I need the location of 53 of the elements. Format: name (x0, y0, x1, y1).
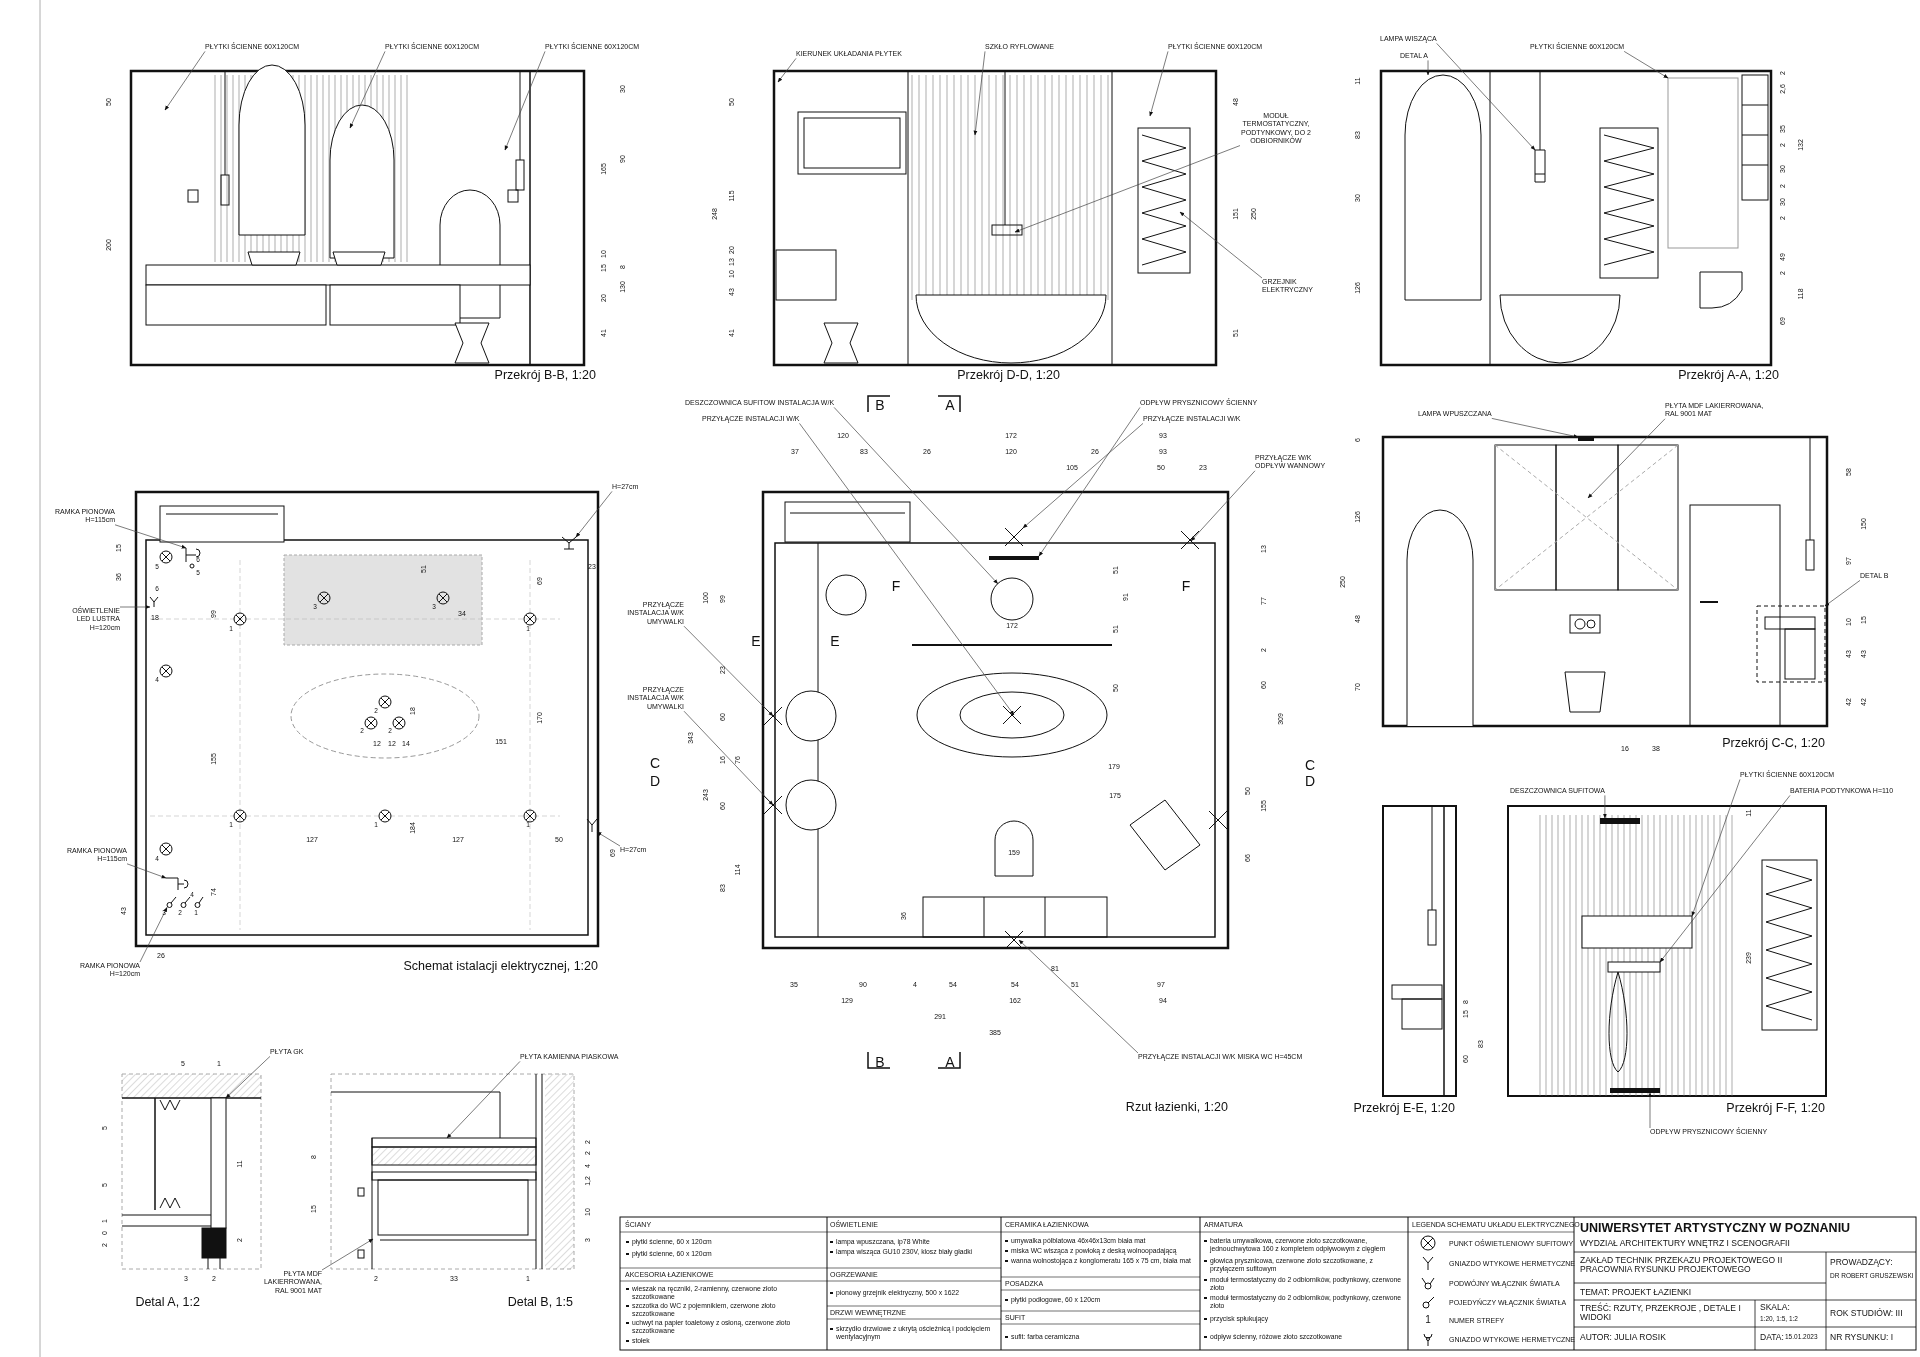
shower-head (990, 577, 1034, 621)
section-marker-letter: A (945, 1055, 955, 1069)
view-title: Detal A, 1:2 (135, 1295, 200, 1309)
switch-symbol (166, 896, 204, 908)
socket-symbol (586, 818, 598, 833)
view-title: Przekrój A-A, 1:20 (1678, 368, 1779, 382)
title-block-text: ZAKŁAD TECHNIK PRZEKAZU PROJEKTOWEGO II PRACOWNIA RYSUNKU PROJEKTOWEGO (1580, 1256, 1784, 1275)
mixer-plate (1607, 961, 1661, 973)
shower-head (1600, 818, 1640, 824)
section-marker-letter: D (1304, 774, 1316, 788)
institution-name: UNIWERSYTET ARTYSTYCZNY W POZNANIU (1580, 1222, 1851, 1235)
wall-niche (1581, 915, 1693, 949)
section-marker-letter: F (1181, 579, 1191, 593)
view-title: Przekrój E-E, 1:20 (1353, 1101, 1455, 1115)
socket-symbol (561, 536, 577, 550)
pendant-lamp (1534, 149, 1546, 183)
zone-number: 1 (1425, 1315, 1431, 1325)
wall-tile-panel (1667, 77, 1739, 249)
title-block-text: WYDZIAŁ ARCHITEKTURY WNĘTRZ I SCENOGRAFII (1580, 1239, 1790, 1249)
socket-symbol (149, 596, 159, 608)
view-title: Schemat istalacji elektrycznej, 1:20 (403, 959, 598, 973)
recessed-lamp (1578, 437, 1594, 441)
title-block-text: DATA: (1760, 1333, 1784, 1343)
section-marker-letter: A (945, 398, 955, 412)
switch-symbol (185, 547, 201, 569)
view-title: Rzut łazienki, 1:20 (1125, 1100, 1228, 1114)
title-block-text: PROWADZĄCY: (1830, 1258, 1893, 1268)
section-marker-letter: D (649, 774, 661, 788)
title-block-text: ROK STUDIÓW: III (1830, 1309, 1903, 1319)
title-block-text: SKALA: (1760, 1303, 1790, 1313)
view-title: Przekrój D-D, 1:20 (957, 368, 1060, 382)
shower-glass (1404, 74, 1482, 301)
section-marker-letter: E (751, 634, 761, 648)
section-marker-letter: E (830, 634, 840, 648)
view-title: Przekrój B-B, 1:20 (494, 368, 596, 382)
pipe-connection-mark (1004, 527, 1024, 547)
switch-symbol (165, 877, 189, 891)
section-marker-letter: C (1304, 758, 1316, 772)
detail-boundary (1756, 605, 1826, 683)
section-marker-letter: B (875, 1055, 885, 1069)
plasterboard-layer (210, 1097, 227, 1229)
title-block-text: NR RYSUNKU: I (1830, 1333, 1894, 1343)
section-marker-letter: F (891, 579, 901, 593)
view-title: Detal B, 1:5 (507, 1295, 573, 1309)
section-marker-letter: C (649, 756, 661, 770)
title-block-text: TREŚĆ: RZUTY, PRZEKROJE , DETALE I WIDOKI (1580, 1304, 1742, 1323)
title-block-text: AUTOR: JULIA ROSIK (1580, 1333, 1666, 1343)
view-title: Przekrój F-F, 1:20 (1726, 1101, 1825, 1115)
shower-drain (989, 556, 1039, 560)
section-marker-letter: B (875, 398, 885, 412)
view-title: Przekrój C-C, 1:20 (1722, 736, 1825, 750)
drain-grate (1610, 1088, 1660, 1093)
title-block-text: TEMAT: PROJEKT ŁAZIENKI (1580, 1288, 1692, 1298)
